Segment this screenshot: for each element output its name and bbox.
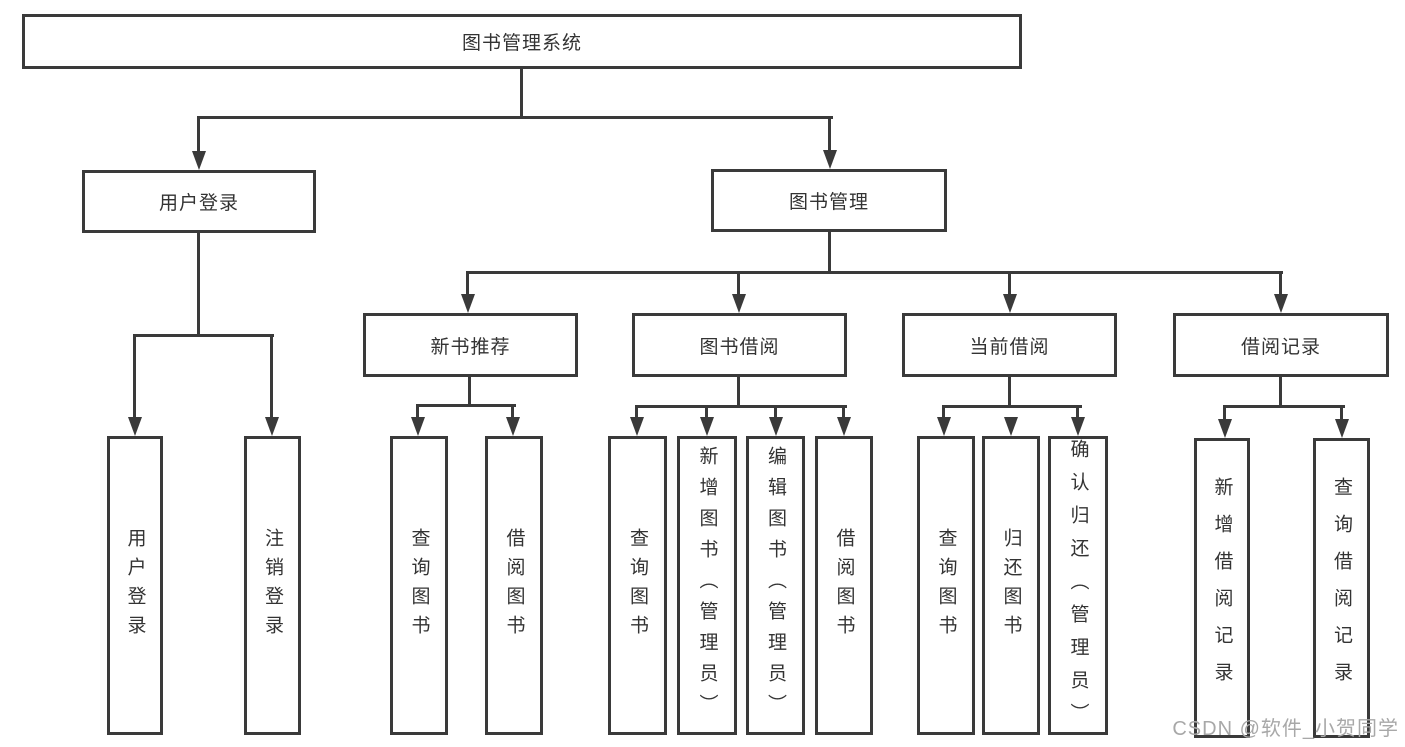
connector-line bbox=[197, 116, 833, 119]
connector-line bbox=[197, 116, 200, 152]
connector-line bbox=[133, 334, 136, 419]
arrow-head bbox=[1071, 417, 1085, 436]
connector-line bbox=[468, 377, 471, 406]
leaf-add-book-admin: 新增图书（管理员） bbox=[677, 436, 737, 735]
connector-line bbox=[774, 405, 777, 420]
node-new-book-recommend: 新书推荐 bbox=[363, 313, 578, 377]
node-book-borrow: 图书借阅 bbox=[632, 313, 847, 377]
connector-line bbox=[705, 405, 708, 420]
arrow-head bbox=[700, 417, 714, 436]
arrow-head bbox=[732, 294, 746, 313]
arrow-head bbox=[837, 417, 851, 436]
arrow-head bbox=[192, 151, 206, 170]
connector-line bbox=[1008, 377, 1011, 407]
connector-line bbox=[635, 405, 638, 420]
connector-line bbox=[635, 405, 847, 408]
leaf-logout: 注销登录 bbox=[244, 436, 301, 735]
connector-line bbox=[520, 69, 523, 118]
connector-line bbox=[416, 404, 419, 420]
leaf-query-books-recommend: 查询图书 bbox=[390, 436, 448, 735]
node-borrow-records: 借阅记录 bbox=[1173, 313, 1389, 377]
connector-line bbox=[270, 334, 273, 419]
arrow-head bbox=[265, 417, 279, 436]
node-library-management-system: 图书管理系统 bbox=[22, 14, 1022, 69]
arrow-head bbox=[1335, 419, 1349, 438]
arrow-head bbox=[937, 417, 951, 436]
arrow-head bbox=[1003, 294, 1017, 313]
connector-line bbox=[1008, 271, 1011, 296]
connector-line bbox=[1223, 405, 1226, 421]
connector-line bbox=[1279, 377, 1282, 407]
arrow-head bbox=[411, 417, 425, 436]
watermark: CSDN @软件_小贺同学 bbox=[1172, 718, 1399, 740]
connector-line bbox=[1223, 405, 1345, 408]
connector-line bbox=[1076, 405, 1079, 420]
leaf-add-borrow-record: 新增借阅记录 bbox=[1194, 438, 1250, 738]
leaf-edit-book-admin: 编辑图书（管理员） bbox=[746, 436, 805, 735]
node-current-borrow: 当前借阅 bbox=[902, 313, 1117, 377]
arrow-head bbox=[630, 417, 644, 436]
connector-line bbox=[416, 404, 516, 407]
connector-line bbox=[511, 404, 514, 420]
connector-line bbox=[842, 405, 845, 420]
arrow-head bbox=[128, 417, 142, 436]
leaf-user-login: 用户登录 bbox=[107, 436, 163, 735]
arrow-head bbox=[823, 150, 837, 169]
connector-line bbox=[1279, 271, 1282, 296]
leaf-borrow-books: 借阅图书 bbox=[815, 436, 873, 735]
connector-line bbox=[828, 232, 831, 273]
connector-line bbox=[133, 334, 274, 337]
leaf-confirm-return-admin: 确认归还（管理员） bbox=[1048, 436, 1108, 736]
arrow-head bbox=[506, 417, 520, 436]
node-user-login: 用户登录 bbox=[82, 170, 316, 233]
leaf-query-books-borrow: 查询图书 bbox=[608, 436, 667, 735]
leaf-borrow-books-recommend: 借阅图书 bbox=[485, 436, 543, 735]
connector-line bbox=[828, 116, 831, 152]
leaf-query-borrow-record: 查询借阅记录 bbox=[1313, 438, 1370, 738]
connector-line bbox=[466, 271, 469, 296]
arrow-head bbox=[769, 417, 783, 436]
connector-line bbox=[466, 271, 1283, 274]
arrow-head bbox=[1274, 294, 1288, 313]
arrow-head bbox=[461, 294, 475, 313]
connector-line bbox=[737, 271, 740, 296]
connector-line bbox=[1340, 405, 1343, 421]
connector-line bbox=[942, 405, 1082, 408]
node-book-management: 图书管理 bbox=[711, 169, 947, 232]
connector-line bbox=[942, 405, 945, 420]
arrow-head bbox=[1218, 419, 1232, 438]
connector-line bbox=[197, 233, 200, 337]
leaf-return-books: 归还图书 bbox=[982, 436, 1040, 735]
leaf-query-books-current: 查询图书 bbox=[917, 436, 975, 735]
connector-line bbox=[737, 377, 740, 407]
arrow-head bbox=[1004, 417, 1018, 436]
